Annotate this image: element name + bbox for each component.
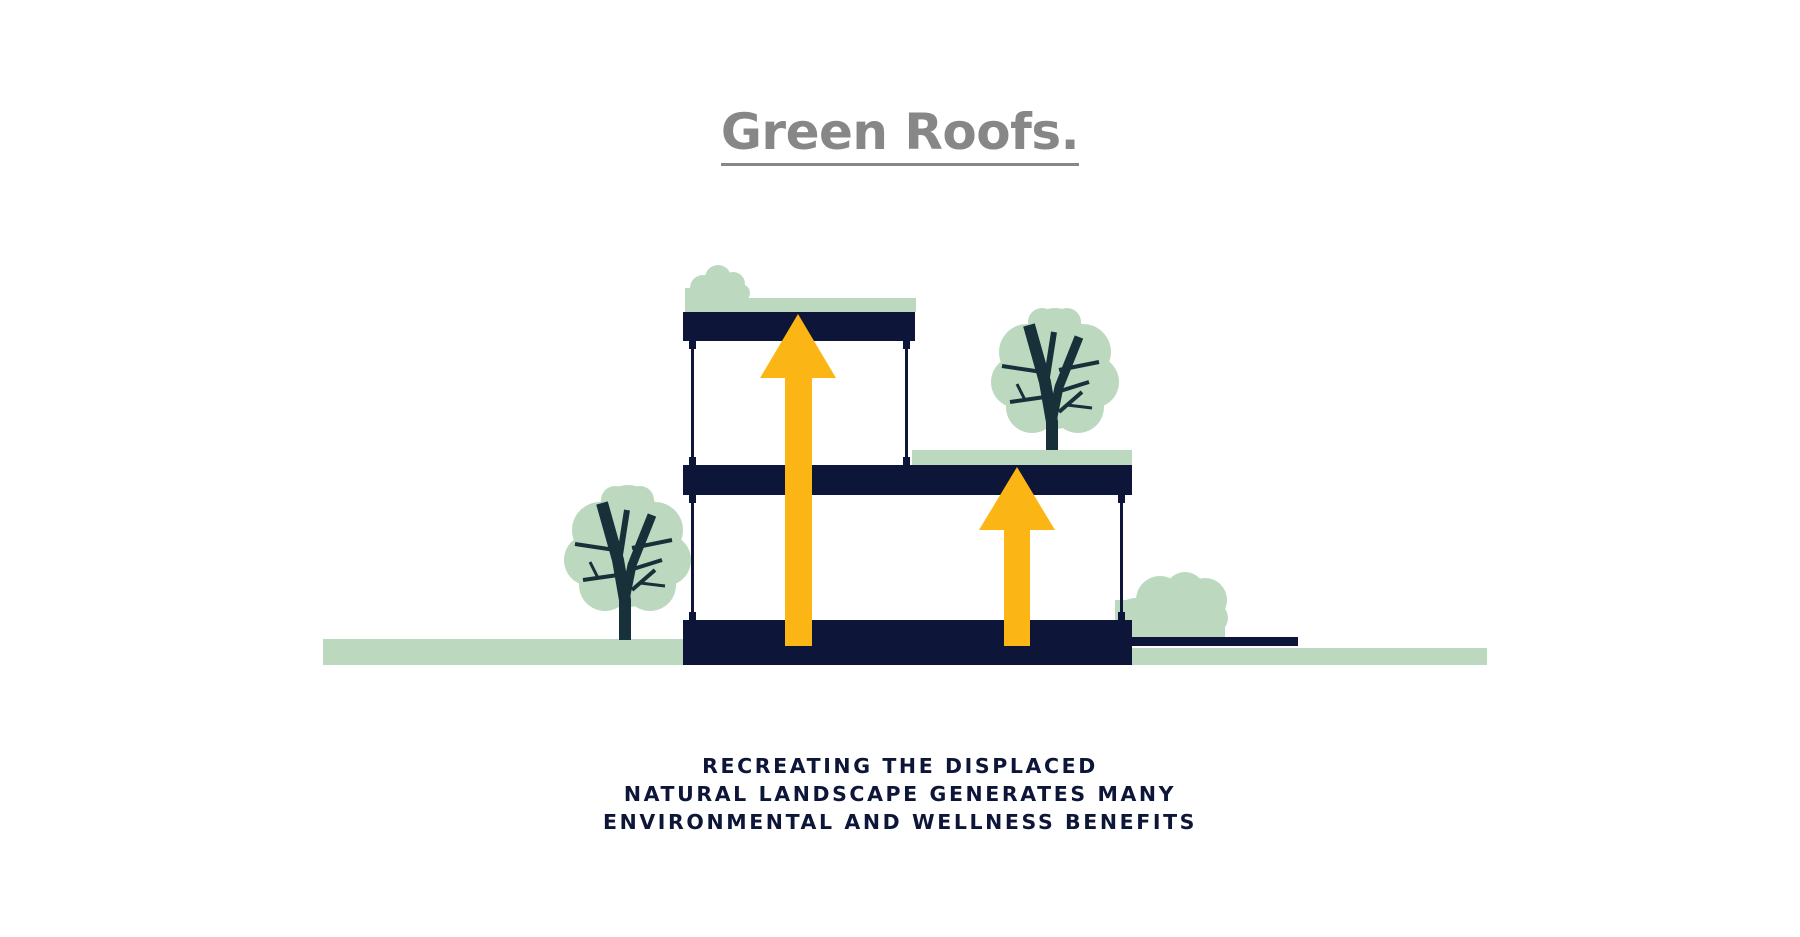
lower-green-roof bbox=[912, 450, 1132, 466]
page-title: Green Roofs. bbox=[0, 102, 1800, 166]
tree-icon bbox=[991, 308, 1119, 452]
bush-icon bbox=[1115, 572, 1228, 640]
building-structure bbox=[683, 312, 1132, 665]
caption-line: RECREATING THE DISPLACED bbox=[702, 754, 1098, 778]
upper-green-roof bbox=[685, 265, 916, 312]
caption: RECREATING THE DISPLACED NATURAL LANDSCA… bbox=[0, 752, 1800, 836]
title-text: Green Roofs. bbox=[720, 103, 1080, 166]
caption-line: NATURAL LANDSCAPE GENERATES MANY bbox=[623, 782, 1177, 806]
ground-right bbox=[1128, 648, 1487, 665]
ground-left bbox=[323, 639, 685, 665]
caption-line: ENVIRONMENTAL AND WELLNESS BENEFITS bbox=[602, 810, 1198, 834]
arrow-up-icon bbox=[760, 314, 836, 646]
ground-ledge bbox=[1128, 637, 1298, 646]
tree-icon bbox=[564, 485, 691, 640]
arrow-up-icon bbox=[979, 467, 1055, 646]
